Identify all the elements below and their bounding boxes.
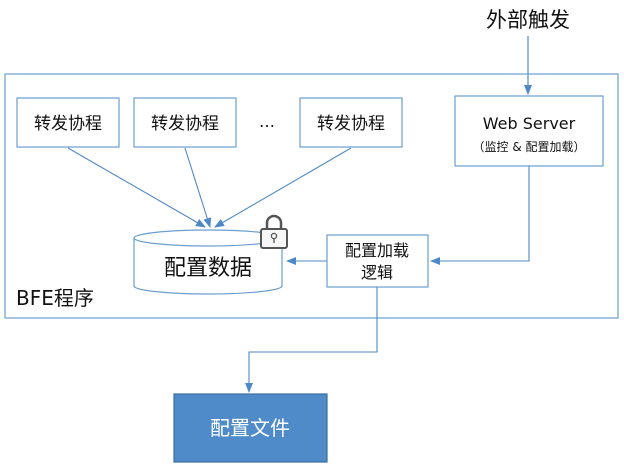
config-logic-line-2: 逻辑 xyxy=(361,263,393,282)
protocol-label-3: 转发协程 xyxy=(317,114,385,134)
external-trigger-label: 外部触发 xyxy=(486,8,570,32)
arrow-protocol3-to-data xyxy=(214,147,352,228)
config-file-label: 配置文件 xyxy=(210,416,290,440)
arrow-protocol1-to-data xyxy=(67,147,206,228)
protocol-label-1: 转发协程 xyxy=(34,114,102,134)
config-data-label: 配置数据 xyxy=(164,256,252,281)
arrow-protocol2-to-data xyxy=(184,147,212,228)
protocol-box-3 xyxy=(299,97,403,148)
ellipsis: … xyxy=(259,112,275,131)
bfe-program-label: BFE程序 xyxy=(16,286,94,310)
web-server-box xyxy=(454,95,604,167)
arrow-logic-to-file xyxy=(245,287,378,393)
arrow-webserver-to-logic xyxy=(430,166,530,265)
protocol-label-2: 转发协程 xyxy=(151,114,219,134)
config-file-box xyxy=(173,393,328,463)
web-server-title: Web Server xyxy=(483,114,576,133)
protocol-box-1 xyxy=(16,97,120,148)
lock-icon xyxy=(260,214,288,249)
config-logic-line-1: 配置加载 xyxy=(345,241,409,260)
config-logic-box xyxy=(326,234,429,288)
web-server-subtitle: （监控 & 配置加载） xyxy=(473,140,586,154)
protocol-box-2 xyxy=(133,97,237,148)
bfe-program-container xyxy=(4,73,619,319)
